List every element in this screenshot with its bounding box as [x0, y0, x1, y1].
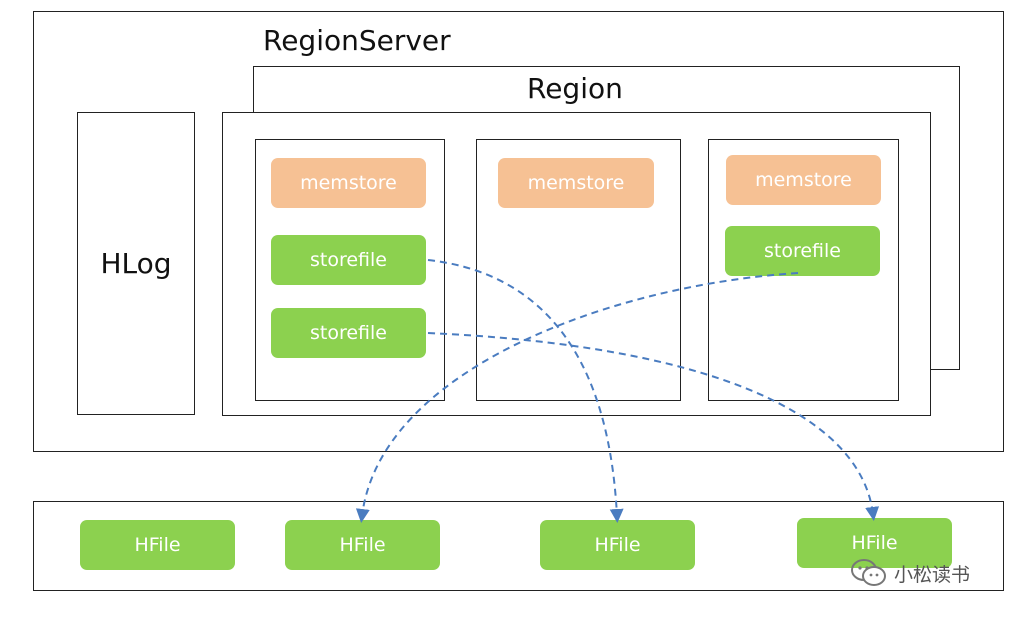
watermark-text: 小松读书	[894, 563, 971, 586]
hlog-box: HLog	[77, 112, 195, 415]
hfile-4: HFile	[797, 518, 952, 568]
hlog-label: HLog	[100, 247, 172, 280]
region-title: Region	[527, 72, 623, 105]
memstore-1: memstore	[271, 158, 426, 208]
memstore-3: memstore	[726, 155, 881, 205]
storefile-1b: storefile	[271, 308, 426, 358]
memstore-2: memstore	[498, 158, 654, 208]
storefile-3a: storefile	[725, 226, 880, 276]
storefile-1a: storefile	[271, 235, 426, 285]
hfile-3: HFile	[540, 520, 695, 570]
hfile-2: HFile	[285, 520, 440, 570]
watermark: 小松读书	[850, 558, 970, 588]
wechat-icon	[851, 559, 886, 586]
hfile-1: HFile	[80, 520, 235, 570]
regionserver-title: RegionServer	[263, 24, 451, 57]
